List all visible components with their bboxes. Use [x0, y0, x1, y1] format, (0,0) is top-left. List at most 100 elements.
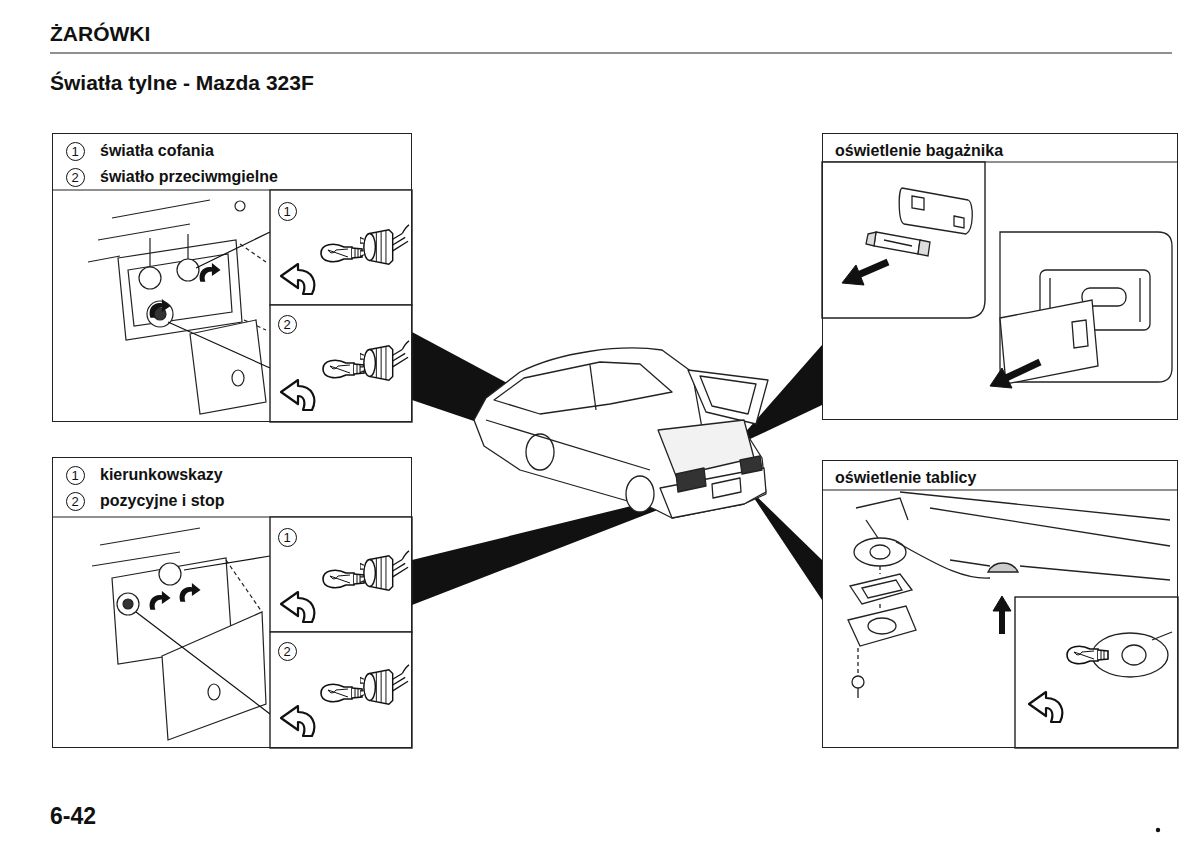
car-illustration: [494, 362, 672, 414]
trunk-lamp: [1072, 320, 1088, 348]
plate-lamp: [848, 492, 1172, 698]
bulb-removal: [281, 706, 314, 736]
tail-lamp-housing: [208, 684, 220, 700]
car-illustration: [688, 370, 768, 424]
direction-arrow: [999, 608, 1005, 634]
direction-arrow: [842, 265, 864, 285]
callout-number: 1: [278, 202, 297, 221]
plate-lamp: [900, 492, 1170, 580]
plate-lamp: [862, 580, 902, 598]
title-rule: [50, 53, 1172, 54]
panel-heading: oświetlenie bagażnika: [835, 138, 1003, 164]
bulb-removal: [281, 264, 314, 294]
bulb-removal: [360, 341, 409, 380]
rotate-arrow: [200, 263, 221, 282]
bulb-removal: [1029, 646, 1108, 722]
pointer-wedge: [412, 496, 672, 605]
car-illustration: [590, 365, 596, 410]
bulb-removal: [1067, 646, 1108, 663]
panel-heading: oświetlenie tablicy: [835, 465, 976, 491]
direction-arrow: [1006, 362, 1040, 378]
rotate-arrow: [150, 299, 171, 318]
callout-number: 1: [66, 466, 85, 485]
inset-frame: [822, 162, 985, 318]
panel-heading: pozycyjne i stop: [100, 488, 224, 514]
panel-rule: [822, 489, 1178, 490]
direction-arrow: [993, 596, 1011, 634]
car-illustration: [740, 456, 762, 474]
plate-lamp: [856, 498, 908, 538]
inset-frame: [270, 305, 412, 422]
rotate-arrow: [150, 263, 221, 318]
rotate-arrow: [150, 583, 201, 610]
panel-heading: światło przeciwmgielne: [100, 164, 278, 190]
page-dot: [1156, 828, 1160, 832]
reverse-lamp-housing: [190, 320, 266, 414]
reverse-lamp-housing: [235, 201, 245, 211]
inset-frame: [270, 162, 1178, 748]
callout-number: 1: [278, 528, 297, 547]
car-illustration: [626, 476, 654, 512]
reverse-lamp-housing: [177, 259, 199, 281]
tail-lamp-housing: [162, 612, 266, 740]
callout-number: 1: [66, 142, 85, 161]
page-number: 6-42: [50, 802, 96, 830]
plate-lamp: [1122, 645, 1146, 665]
inset-frame: [270, 190, 412, 305]
bulb-removal: [360, 665, 409, 704]
direction-arrow: [842, 262, 1040, 388]
plate-lamp: [857, 688, 858, 698]
car-illustration: [474, 348, 766, 518]
car-illustration: [676, 468, 706, 492]
tail-lamp-housing: [117, 593, 139, 615]
car-illustration: [486, 420, 650, 470]
lamp-panel: światła cofaniaświatło przeciwmgielne: [52, 133, 412, 422]
plate-lamp: [850, 574, 912, 604]
reverse-lamp-housing: [139, 267, 161, 289]
inset-frame: [1015, 597, 1178, 748]
trunk-lamp: [866, 188, 1172, 384]
trunk-lamp: [912, 196, 924, 210]
pointer-wedge: [412, 332, 822, 605]
direction-arrow: [858, 262, 888, 275]
callout-number: 2: [66, 492, 85, 511]
car-illustration: [474, 348, 768, 518]
trunk-lamp: [1000, 300, 1098, 384]
plate-lamp: [1152, 632, 1172, 640]
panel-heading: kierunkowskazy: [100, 462, 223, 488]
tail-lamp-housing: [92, 528, 200, 566]
pointer-wedge: [746, 486, 822, 600]
subtitle: Światła tylne - Mazda 323F: [50, 70, 314, 96]
reverse-lamp-housing: [128, 254, 232, 326]
plate-lamp: [896, 542, 990, 578]
bulb-removal: [281, 225, 409, 410]
bulb-removal: [321, 684, 362, 701]
trunk-lamp: [899, 188, 972, 234]
callout-number: 2: [278, 315, 297, 334]
lamp-panel: oświetlenie tablicy: [822, 460, 1178, 748]
bulb-removal: [360, 551, 409, 590]
trunk-lamp: [874, 232, 920, 254]
panel-rule: [52, 162, 1178, 517]
rotate-arrow: [150, 591, 171, 610]
plate-lamp: [854, 538, 906, 566]
plate-lamp: [988, 563, 1018, 572]
reverse-lamp-housing: [232, 370, 244, 386]
trunk-lamp: [866, 232, 930, 256]
plate-lamp: [858, 566, 880, 676]
callout-number: 2: [278, 642, 297, 661]
direction-arrow: [990, 368, 1012, 388]
bulb-removal: [323, 360, 364, 377]
bulb-removal: [281, 551, 409, 736]
reverse-lamp-housing: [168, 232, 270, 368]
reverse-lamp-housing: [240, 244, 266, 330]
trunk-lamp: [954, 216, 964, 228]
tail-lamp-housing: [92, 528, 270, 740]
reverse-lamp-housing: [150, 234, 188, 267]
callout-number: 2: [66, 168, 85, 187]
tail-lamp-housing: [159, 563, 181, 585]
inset-frame: [270, 517, 412, 632]
title-rule: [50, 52, 1172, 53]
